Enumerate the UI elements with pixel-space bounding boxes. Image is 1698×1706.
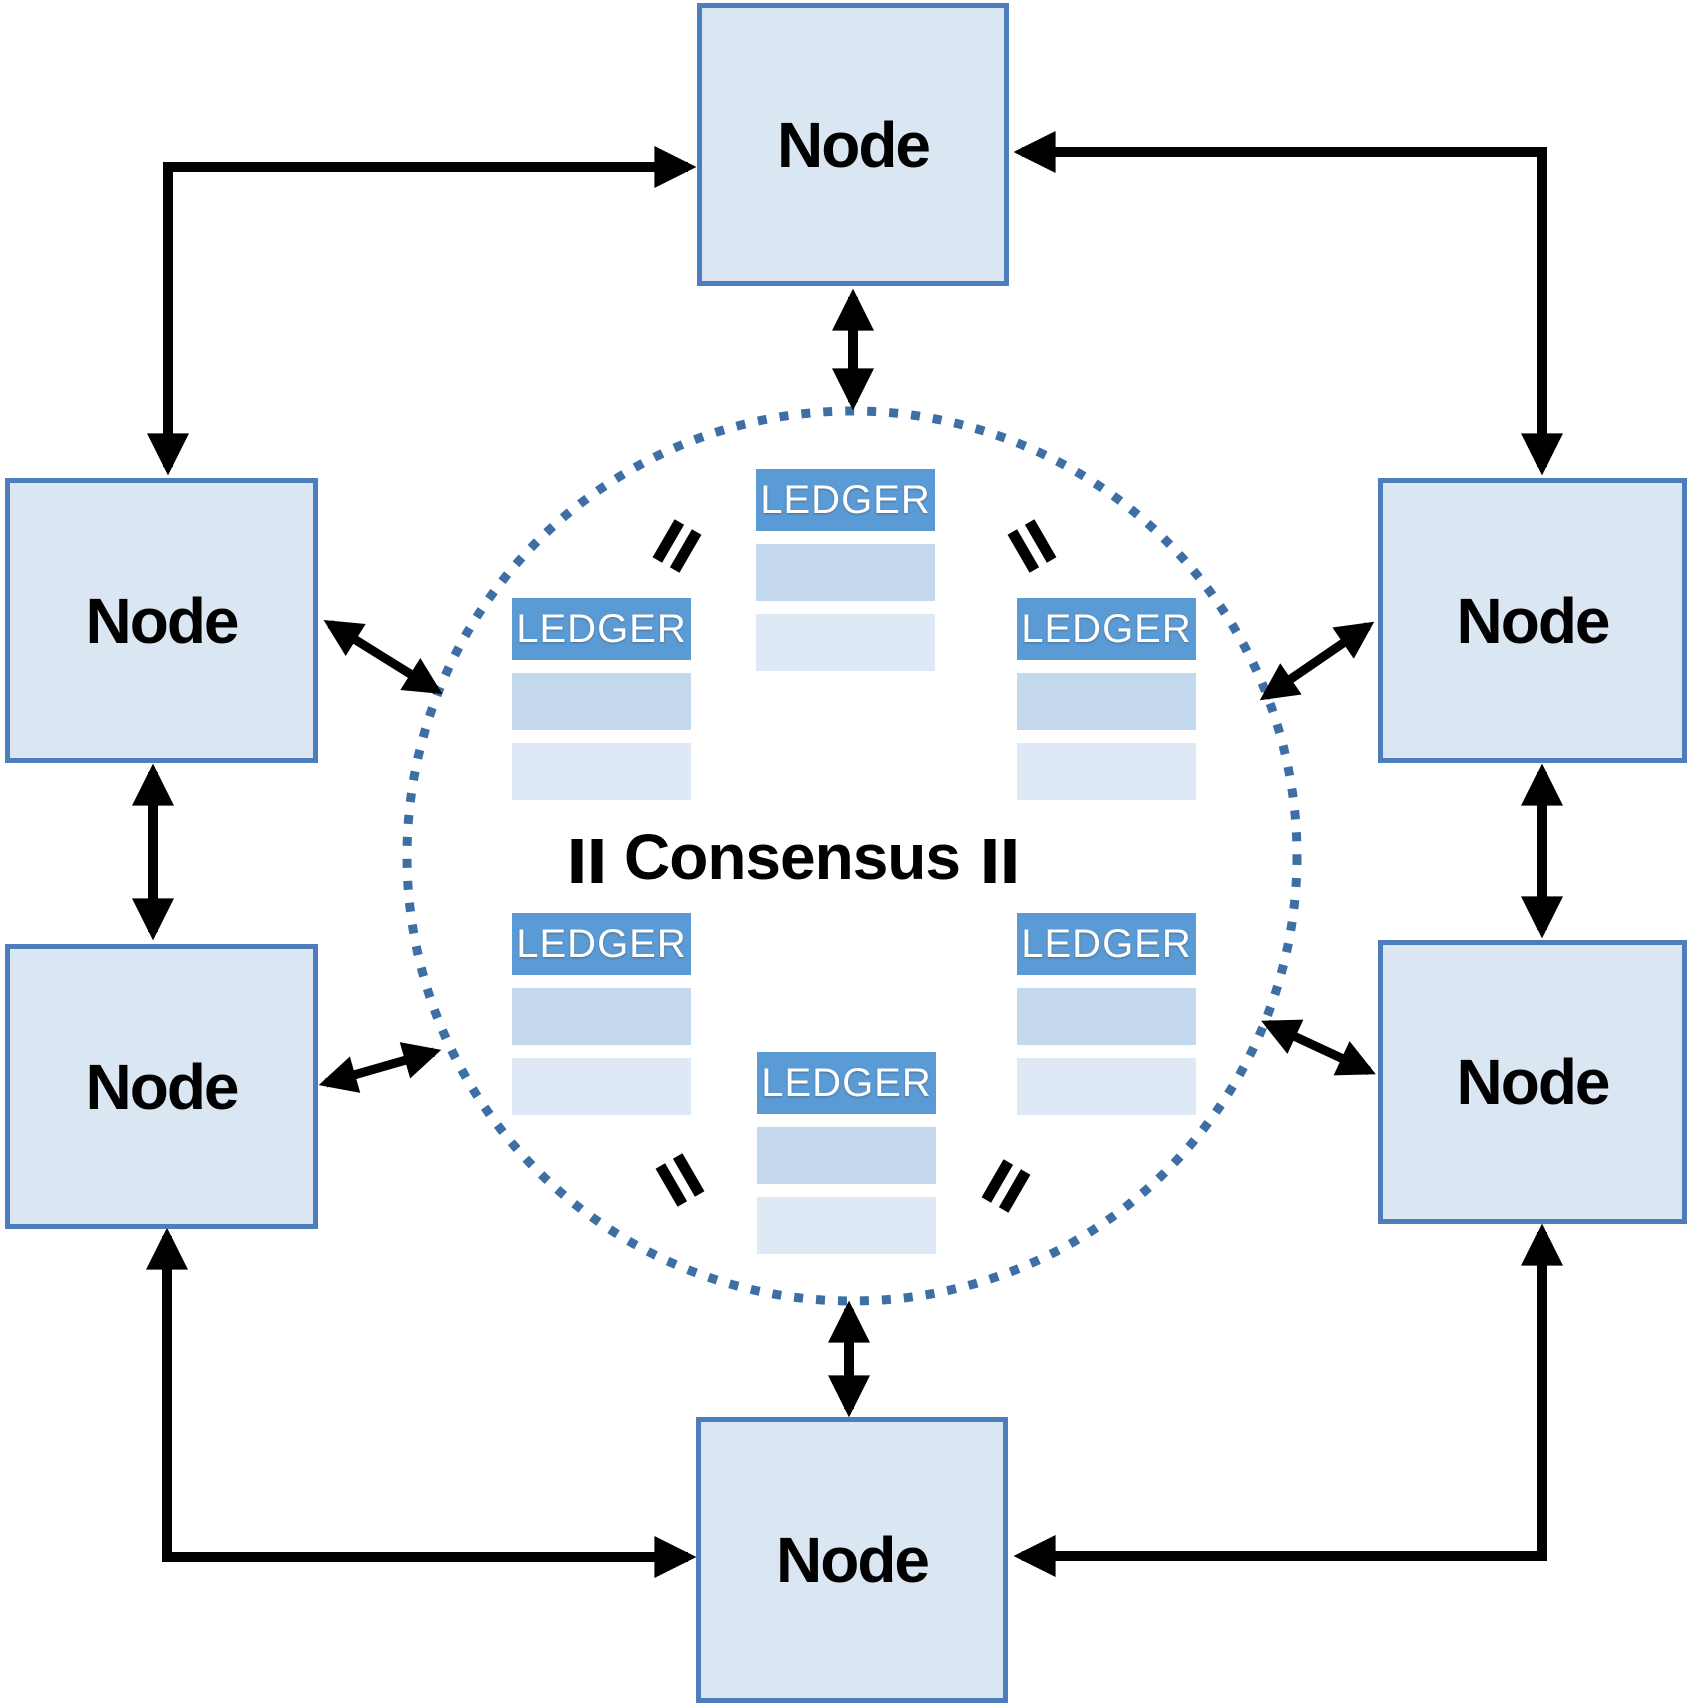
ledger-row	[757, 1197, 936, 1254]
node-label: Node	[85, 1050, 240, 1123]
equals-icon-mid-right	[984, 839, 1016, 883]
node-label: Node	[777, 108, 931, 181]
ledger-table-lower-left: LEDGER	[512, 913, 691, 1128]
node-box-top: Node	[697, 3, 1009, 286]
node-label: Node	[1456, 1046, 1611, 1118]
arrow-elbow-top-right	[1013, 131, 1563, 476]
ledger-row	[757, 1127, 936, 1184]
consensus-title: Consensus	[624, 821, 961, 893]
equals-icons	[571, 519, 1057, 1213]
consensus-circle-boundary	[402, 406, 1302, 1306]
arrow-lower-right-diagonal	[1261, 1019, 1376, 1076]
equals-icon-top-right	[1007, 519, 1057, 573]
node-box-lower-right: Node	[1378, 940, 1687, 1224]
arrow-elbow-top-left	[147, 146, 697, 476]
equals-icon-bottom-right	[981, 1159, 1031, 1213]
ledger-row	[756, 544, 935, 601]
node-label: Node	[85, 584, 240, 657]
ledger-row	[1017, 988, 1196, 1045]
arrow-upper-right-diagonal	[1259, 621, 1375, 701]
equals-icon-mid-left	[571, 839, 603, 883]
node-label: Node	[776, 1524, 930, 1596]
ledger-header: LEDGER	[512, 913, 691, 975]
node-box-upper-right: Node	[1378, 478, 1687, 763]
ledger-table-lower-right: LEDGER	[1017, 913, 1196, 1128]
ledger-row	[512, 743, 691, 800]
arrow-elbow-bottom-left	[146, 1227, 697, 1578]
ledger-table-top-center: LEDGER	[756, 469, 935, 684]
arrow-connectors	[132, 131, 1563, 1578]
equals-icon-top-left	[652, 519, 702, 573]
ledger-header: LEDGER	[1017, 913, 1196, 975]
arrow-elbow-bottom-right	[1013, 1223, 1563, 1577]
ledger-table-bottom-center: LEDGER	[757, 1052, 936, 1267]
ledger-header: LEDGER	[1017, 598, 1196, 660]
arrow-upper-left-diagonal	[323, 620, 443, 694]
ledger-row	[1017, 743, 1196, 800]
equals-icon-bottom-left	[655, 1153, 705, 1207]
ledger-header: LEDGER	[512, 598, 691, 660]
ledger-row	[1017, 1058, 1196, 1115]
ledger-header: LEDGER	[756, 469, 935, 531]
node-box-lower-left: Node	[5, 944, 318, 1229]
ledger-row	[756, 614, 935, 671]
ledger-header: LEDGER	[757, 1052, 936, 1114]
ledger-row	[512, 673, 691, 730]
ledger-row	[512, 988, 691, 1045]
node-box-upper-left: Node	[5, 478, 318, 763]
ledger-table-upper-left: LEDGER	[512, 598, 691, 813]
ledger-table-upper-right: LEDGER	[1017, 598, 1196, 813]
node-label: Node	[1456, 584, 1611, 657]
node-box-bottom: Node	[696, 1417, 1008, 1703]
arrow-lower-left-diagonal	[318, 1042, 442, 1093]
ledger-row	[1017, 673, 1196, 730]
ledger-row	[512, 1058, 691, 1115]
